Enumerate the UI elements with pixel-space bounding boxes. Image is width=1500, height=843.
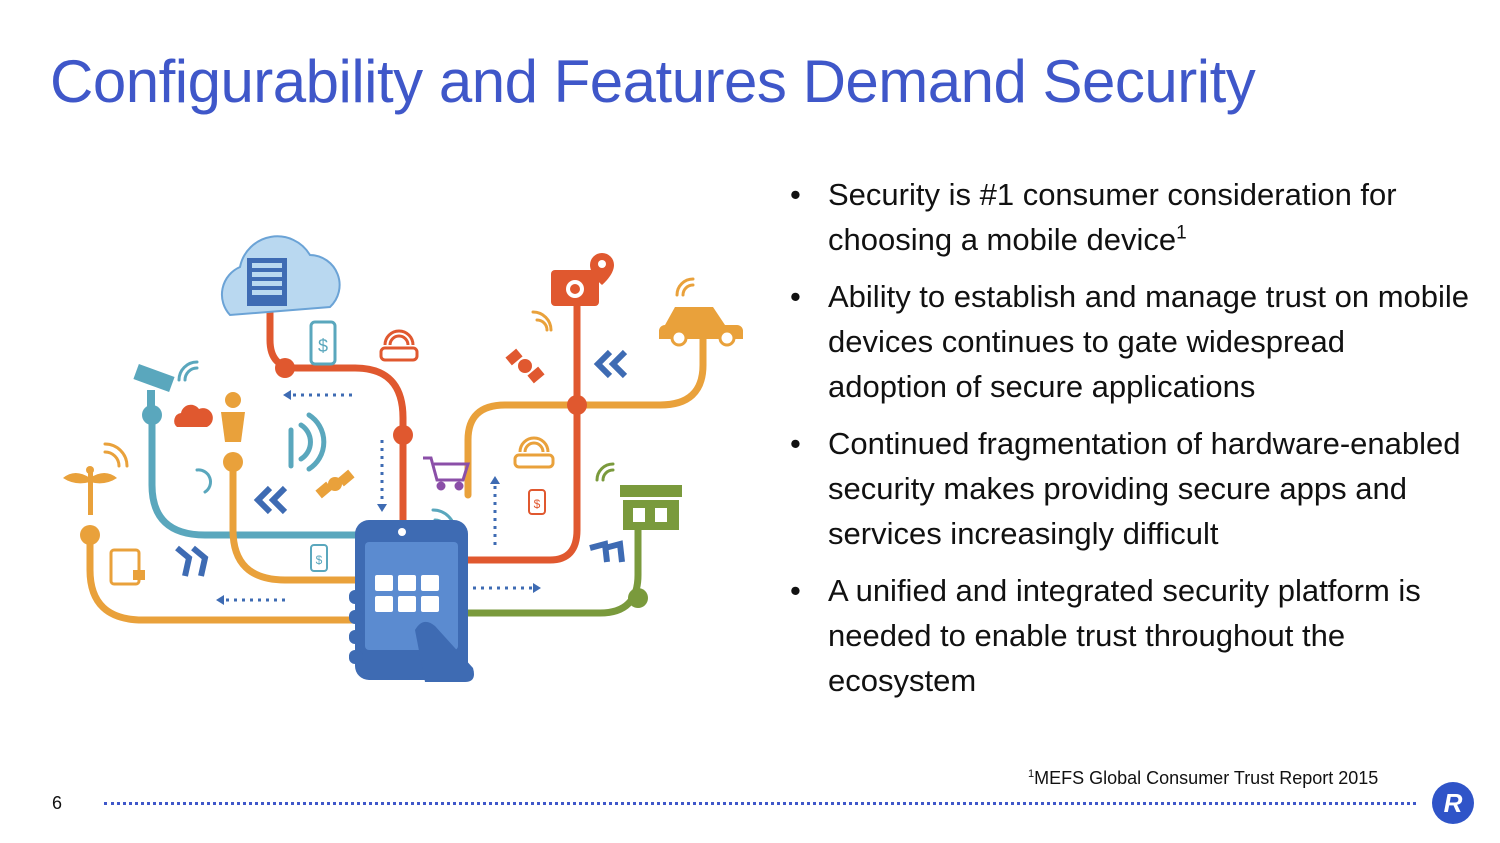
security-camera-icon xyxy=(133,363,175,410)
hand-finger-icon xyxy=(415,621,474,682)
slide-title: Configurability and Features Demand Secu… xyxy=(50,48,1256,115)
red-connection-line-cloud xyxy=(266,306,407,524)
cloud-server-icon xyxy=(220,235,341,317)
wifi-router-icon xyxy=(379,329,419,362)
junction-dot xyxy=(567,395,587,415)
camera-location-icon xyxy=(551,253,614,306)
orange-connection-line-person xyxy=(229,458,359,584)
red-connection-line-camera xyxy=(464,301,581,564)
arrow-head-icon xyxy=(490,476,500,484)
orange-connection-line-car xyxy=(464,326,707,499)
shopping-cart-icon xyxy=(423,456,471,491)
bullet-list: Security is #1 consumer consideration fo… xyxy=(790,172,1470,715)
company-logo-icon: R xyxy=(1432,782,1474,824)
smartphone-icon xyxy=(349,520,474,682)
footnote: 1MEFS Global Consumer Trust Report 2015 xyxy=(1028,768,1379,788)
chevron-icon xyxy=(175,545,209,577)
bullet-item: Continued fragmentation of hardware-enab… xyxy=(790,421,1470,556)
satellite-icon xyxy=(505,348,545,384)
arrow-head-icon xyxy=(533,583,541,593)
teal-connection-line xyxy=(148,411,359,539)
wifi-signal-icon xyxy=(195,468,212,494)
chevron-icon xyxy=(253,485,288,515)
green-connection-line-shop xyxy=(464,518,642,617)
bullet-item: Ability to establish and manage trust on… xyxy=(790,274,1470,409)
small-cloud-icon xyxy=(174,404,213,427)
wifi-signal-icon xyxy=(177,360,199,382)
clipboard-lock-icon xyxy=(109,548,145,586)
satellite-icon xyxy=(315,469,355,499)
svg-text:$: $ xyxy=(316,553,323,567)
svg-text:$: $ xyxy=(534,497,541,511)
footer-divider xyxy=(104,802,1416,805)
person-icon xyxy=(221,392,245,442)
junction-dot xyxy=(393,425,413,445)
svg-text:$: $ xyxy=(318,336,328,356)
mobile-payment-icon: $ xyxy=(528,489,546,515)
chevron-icon xyxy=(593,349,628,379)
junction-dot xyxy=(628,588,648,608)
shop-building-icon xyxy=(620,485,682,530)
wifi-signal-icon xyxy=(675,277,695,297)
junction-dot xyxy=(80,525,100,545)
wifi-signal-icon xyxy=(531,310,553,332)
arrow-head-icon xyxy=(216,595,224,605)
mobile-payment-icon: $ xyxy=(310,544,328,572)
wifi-router-icon xyxy=(513,436,555,469)
mobile-payment-icon: $ xyxy=(309,320,337,366)
medical-caduceus-icon xyxy=(63,466,117,515)
bullet-item: Security is #1 consumer consideration fo… xyxy=(790,172,1470,262)
arrow-head-icon xyxy=(283,390,291,400)
bullet-item: A unified and integrated security platfo… xyxy=(790,568,1470,703)
orange-connection-line-medical xyxy=(86,531,359,624)
wifi-signal-icon xyxy=(595,462,615,482)
car-icon xyxy=(659,307,743,347)
arrow-head-icon xyxy=(377,504,387,512)
nfc-signal-icon xyxy=(288,412,327,472)
page-number: 6 xyxy=(52,793,63,813)
chevron-icon xyxy=(589,540,625,563)
junction-dot xyxy=(223,452,243,472)
junction-dot xyxy=(275,358,295,378)
iot-ecosystem-illustration: $ $ $ xyxy=(63,235,743,682)
wifi-signal-icon xyxy=(103,442,129,468)
